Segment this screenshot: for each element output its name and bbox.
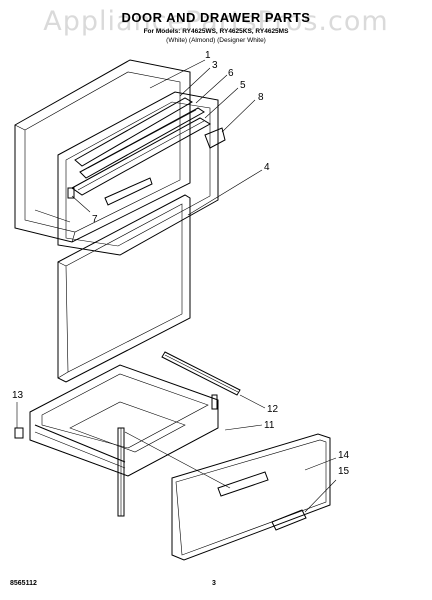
- callout-13: 13: [12, 390, 24, 401]
- drawer-side-rail: [117, 427, 125, 517]
- callout-14: 14: [338, 450, 350, 461]
- drawer-clip: [14, 427, 24, 439]
- outer-door-panel: [14, 59, 191, 243]
- drawer-slide-rail: [161, 351, 241, 396]
- drawer-tub: [29, 364, 219, 477]
- callout-8: 8: [258, 92, 264, 103]
- page-number: 3: [212, 580, 216, 587]
- handle-insert: [271, 509, 307, 531]
- callout-5: 5: [240, 80, 246, 91]
- watermark: AppliancePartsPros.com: [43, 6, 389, 37]
- catalog-code: 8565112: [10, 580, 37, 587]
- callout-1: 1: [205, 50, 211, 61]
- door-trim-strips: [74, 97, 205, 179]
- handle-end: [204, 127, 226, 149]
- drawer-front-panel: [171, 433, 331, 561]
- callout-11: 11: [264, 420, 275, 431]
- callout-6: 6: [228, 68, 234, 79]
- door-gasket: [57, 194, 191, 383]
- handle-trim: [71, 117, 212, 196]
- diagram-title: DOOR AND DRAWER PARTS: [121, 10, 311, 25]
- callout-7: 7: [92, 214, 98, 225]
- model-numbers: For Models: RY4625WS, RY4625KS, RY4625MS: [143, 28, 289, 35]
- callout-12: 12: [267, 404, 279, 415]
- callout-15: 15: [338, 466, 350, 477]
- callout-3: 3: [212, 60, 218, 71]
- door-inner-panel: [57, 91, 219, 256]
- leader-lines: [16, 59, 337, 513]
- model-colors: (White) (Almond) (Designer White): [166, 37, 266, 44]
- callout-4: 4: [264, 162, 270, 173]
- handle-bracket: [67, 177, 153, 206]
